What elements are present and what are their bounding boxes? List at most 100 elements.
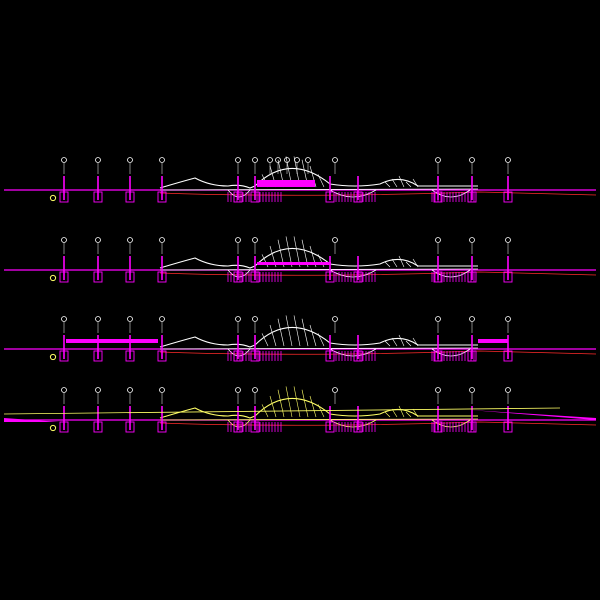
pier-foundation — [125, 421, 135, 433]
grid-bubble-icon — [159, 387, 165, 393]
grid-bubble-icon — [469, 237, 475, 243]
grid-bubble-icon — [435, 387, 441, 393]
grid-bubble-icon — [235, 316, 241, 322]
grid-bubble-icon — [305, 157, 311, 163]
approach-deck-block — [66, 339, 158, 343]
grid-bubble-icon — [61, 237, 67, 243]
cable-stay — [405, 340, 412, 347]
pier-foundation — [503, 350, 513, 362]
grid-bubble-icon — [61, 316, 67, 322]
pier-foundation — [125, 350, 135, 362]
section-2 — [4, 236, 597, 283]
cable-stay — [293, 386, 301, 418]
pier-foundation — [157, 421, 167, 433]
pier-foundation — [125, 191, 135, 203]
section-3 — [4, 315, 597, 362]
cable-stay — [301, 389, 309, 418]
central-cap-block — [257, 180, 315, 187]
pier-foundation — [325, 191, 335, 203]
grid-bubble-icon — [284, 157, 290, 163]
pier-foundation — [59, 421, 69, 433]
cable-stay — [405, 181, 412, 188]
deck-bottom-line — [159, 188, 479, 191]
central-cap-block — [257, 262, 331, 265]
grid-bubble-icon — [127, 387, 133, 393]
cable-stay — [309, 395, 317, 418]
grid-bubble-icon — [469, 157, 475, 163]
grid-bubble-icon — [332, 157, 338, 163]
cable-stay — [412, 178, 419, 188]
embankment-right — [470, 410, 596, 420]
cable-stay — [391, 408, 398, 418]
cable-stay — [391, 178, 398, 188]
grid-bubble-icon — [469, 316, 475, 322]
cable-stay — [391, 258, 398, 268]
pier-foundation — [250, 421, 260, 433]
circle-marker-icon — [49, 353, 57, 361]
pier-foundation — [325, 421, 335, 433]
pier-foundation — [250, 350, 260, 362]
grid-bubble-icon — [275, 157, 281, 163]
cable-stay — [285, 315, 293, 347]
cable-stay — [293, 315, 301, 347]
pier-foundation — [93, 271, 103, 283]
circle-marker-icon — [49, 194, 57, 202]
grid-bubble-icon — [95, 157, 101, 163]
cable-stay — [384, 261, 391, 268]
pier-foundation — [93, 350, 103, 362]
cable-stay — [261, 333, 269, 347]
grid-bubble-icon — [332, 316, 338, 322]
cable-stay — [384, 340, 391, 347]
pier-foundation — [59, 350, 69, 362]
cable-stay — [269, 395, 277, 418]
grid-bubble-icon — [235, 237, 241, 243]
cable-stay — [384, 181, 391, 188]
cable-stay — [269, 324, 277, 347]
grid-bubble-icon — [252, 237, 258, 243]
cable-stay — [285, 236, 293, 268]
circle-marker-icon — [49, 424, 57, 432]
pier-foundation — [157, 350, 167, 362]
cable-stay — [317, 174, 325, 188]
grid-bubble-icon — [235, 157, 241, 163]
cable-stay — [412, 337, 419, 347]
lower-arc — [227, 189, 251, 198]
pier-foundation — [325, 271, 335, 283]
grid-bubble-icon — [505, 157, 511, 163]
cable-stay — [398, 334, 405, 347]
cable-stay — [285, 386, 293, 418]
deck-bottom-line — [159, 268, 479, 271]
cable-stay — [384, 411, 391, 418]
section-1 — [4, 156, 597, 203]
grid-bubble-icon — [252, 316, 258, 322]
grid-bubble-icon — [332, 387, 338, 393]
grid-bubble-icon — [159, 157, 165, 163]
pier-foundation — [93, 421, 103, 433]
grid-bubble-icon — [505, 387, 511, 393]
pier-foundation — [250, 271, 260, 283]
cable-stay — [391, 337, 398, 347]
cable-stay — [398, 175, 405, 188]
pier-foundation — [59, 191, 69, 203]
grid-bubble-icon — [294, 157, 300, 163]
grid-bubble-icon — [127, 157, 133, 163]
lower-arc — [227, 348, 251, 357]
cable-stay — [405, 411, 412, 418]
cable-stay — [317, 333, 325, 347]
pier-foundation — [503, 421, 513, 433]
pier-foundation — [93, 191, 103, 203]
cable-stay — [309, 324, 317, 347]
lower-arc — [227, 269, 251, 278]
section-4 — [3, 386, 597, 433]
grid-bubble-icon — [127, 237, 133, 243]
grid-bubble-icon — [235, 387, 241, 393]
cable-stay — [398, 255, 405, 268]
embankment-left — [4, 418, 60, 422]
cable-stay — [405, 261, 412, 268]
pier-foundation — [503, 271, 513, 283]
grid-bubble-icon — [95, 316, 101, 322]
grid-bubble-icon — [127, 316, 133, 322]
deck-bottom-line — [159, 347, 479, 350]
